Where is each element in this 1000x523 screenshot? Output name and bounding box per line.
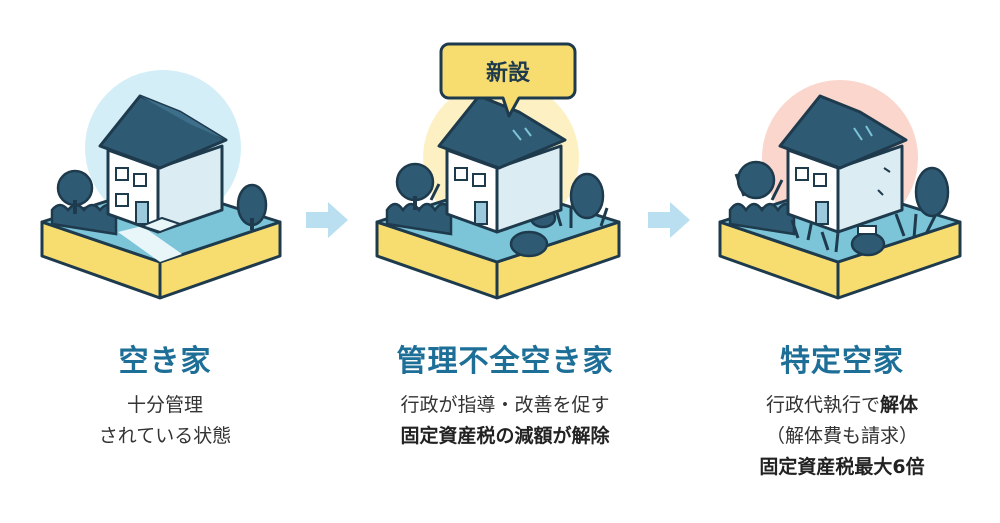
step1-desc-line: されている状態 <box>98 425 232 447</box>
step1-tree-left <box>56 169 94 214</box>
step3-tree-right <box>914 166 950 218</box>
step3-desc-line-bold: 固定資産税最大6倍 <box>759 456 925 478</box>
step2-desc-line: 行政が指導・改善を促す <box>400 394 610 416</box>
step3-desc-line: 行政代執行で解体 <box>765 394 919 416</box>
step3-tree-left <box>736 160 776 200</box>
step1-desc-line: 十分管理 <box>126 394 203 416</box>
step2-title: 管理不全空き家 <box>396 344 614 379</box>
step3-bush <box>850 231 886 257</box>
step3-debris <box>857 225 877 235</box>
step2-desc-line-bold: 固定資産税の減額が解除 <box>400 425 610 447</box>
step1-title: 空き家 <box>118 344 212 379</box>
step3-desc-line: （解体費も請求） <box>765 425 918 447</box>
arrow-right-icon <box>306 202 348 238</box>
step3-description: 行政代執行で解体 （解体費も請求） 固定資産税最大6倍 <box>682 390 1000 483</box>
step2-house <box>437 94 567 234</box>
step1-tree-right <box>236 183 268 230</box>
step3-illustration <box>718 80 962 300</box>
arrow-right-icon <box>648 202 690 238</box>
step2-tree-right <box>553 172 609 228</box>
step3-house <box>778 94 908 234</box>
step3-title: 特定空家 <box>780 344 904 379</box>
step2-description: 行政が指導・改善を促す 固定資産税の減額が解除 <box>345 390 665 452</box>
step1-house <box>98 94 228 234</box>
new-badge: 新設 <box>439 42 577 118</box>
step1-illustration <box>40 70 282 300</box>
step2-illustration: 新設 <box>375 42 621 300</box>
step1-description: 十分管理 されている状態 <box>5 390 325 452</box>
new-badge-label: 新設 <box>486 60 531 86</box>
step2-tree-left <box>395 162 435 210</box>
